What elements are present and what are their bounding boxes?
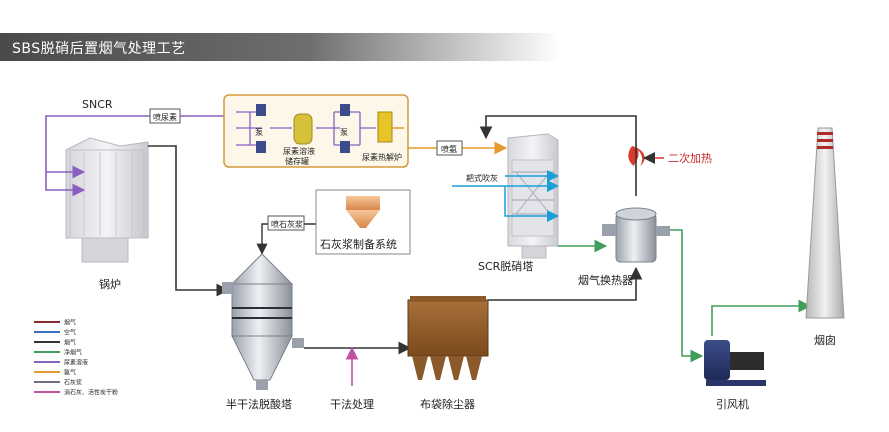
bag-to-exchanger-line [488,266,643,301]
spray-ammonia-box [436,140,463,156]
page-title: SBS脱硝后置烟气处理工艺 [12,41,186,57]
spray-ammonia-label: 喷氨 [441,144,457,154]
legend-label: 烟气 [64,339,76,347]
lime-system [315,189,411,255]
semi-dry-tower [222,253,304,390]
legend-label: 净烟气 [64,349,82,357]
sncr-lines [45,115,232,197]
fan-to-chimney-line [711,299,812,336]
lime-system-label: 石灰浆制备系统 [320,237,397,251]
secondary-heating-label: 二次加热 [668,151,712,165]
scr-tower-label: SCR脱硝塔 [478,259,533,273]
pump1-label: 泵 [255,128,263,137]
spray-lime-label: 喷石灰浆 [271,219,303,229]
legend-label: 空气 [64,329,76,337]
bag-filter [407,296,489,380]
legend-label: 尿素溶液 [64,359,88,367]
dry-treatment-label: 干法处理 [330,397,374,411]
gas-heat-exchanger-label: 烟气换热器 [578,273,633,287]
urea-module [223,94,409,168]
urea-tank-label-1: 尿素溶液 [283,146,315,156]
boiler-to-tower-line [148,145,230,297]
gas-loop-line [479,115,637,196]
spray-urea-label: 喷尿素 [153,112,177,122]
pump2-label: 泵 [340,128,348,137]
chimney [805,127,845,319]
urea-tank-label-2: 储存罐 [285,156,309,166]
soot-blow-lines [452,170,559,222]
scr-tower [507,133,559,259]
gas-heat-exchanger [602,207,670,263]
boiler [65,137,149,263]
urea-pyrolysis-label: 尿素热解炉 [362,152,402,162]
title-bar: SBS脱硝后置烟气处理工艺 [0,33,560,61]
legend-label: 烟气 [64,319,76,327]
sncr-label: SNCR [82,98,113,111]
semi-dry-tower-label: 半干法脱酸塔 [226,397,292,411]
boiler-label: 锅炉 [99,278,121,291]
exchanger-to-fan-line [670,229,704,363]
bag-filter-label: 布袋除尘器 [420,397,475,411]
induced-fan [704,340,766,386]
spray-lime-box [267,215,305,231]
legend-label: 氨气 [64,369,76,377]
legend-label: 消石灰、活性炭干粉 [64,389,118,397]
induced-fan-label: 引风机 [716,397,749,411]
legend-label: 石灰浆 [64,379,82,387]
spray-urea-box [149,108,181,124]
chimney-label: 烟囱 [814,333,836,347]
soot-blow-label: 耙式吹灰 [466,173,498,183]
